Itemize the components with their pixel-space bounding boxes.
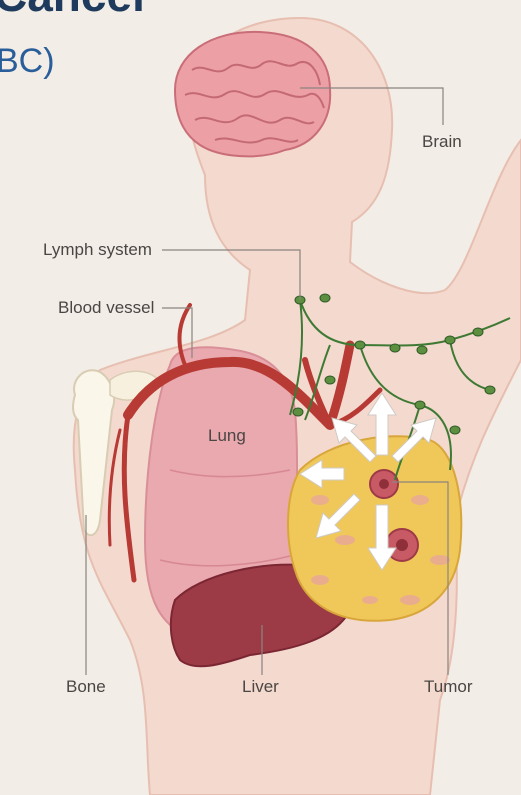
label-liver: Liver <box>242 678 279 695</box>
breast-organ <box>288 436 461 621</box>
label-bone: Bone <box>66 678 106 695</box>
brain-organ <box>175 32 330 156</box>
label-tumor: Tumor <box>424 678 473 695</box>
label-blood-vessel: Blood vessel <box>58 299 154 316</box>
label-lymph-system: Lymph system <box>43 241 152 258</box>
label-lung: Lung <box>208 427 246 444</box>
label-brain: Brain <box>422 133 462 150</box>
